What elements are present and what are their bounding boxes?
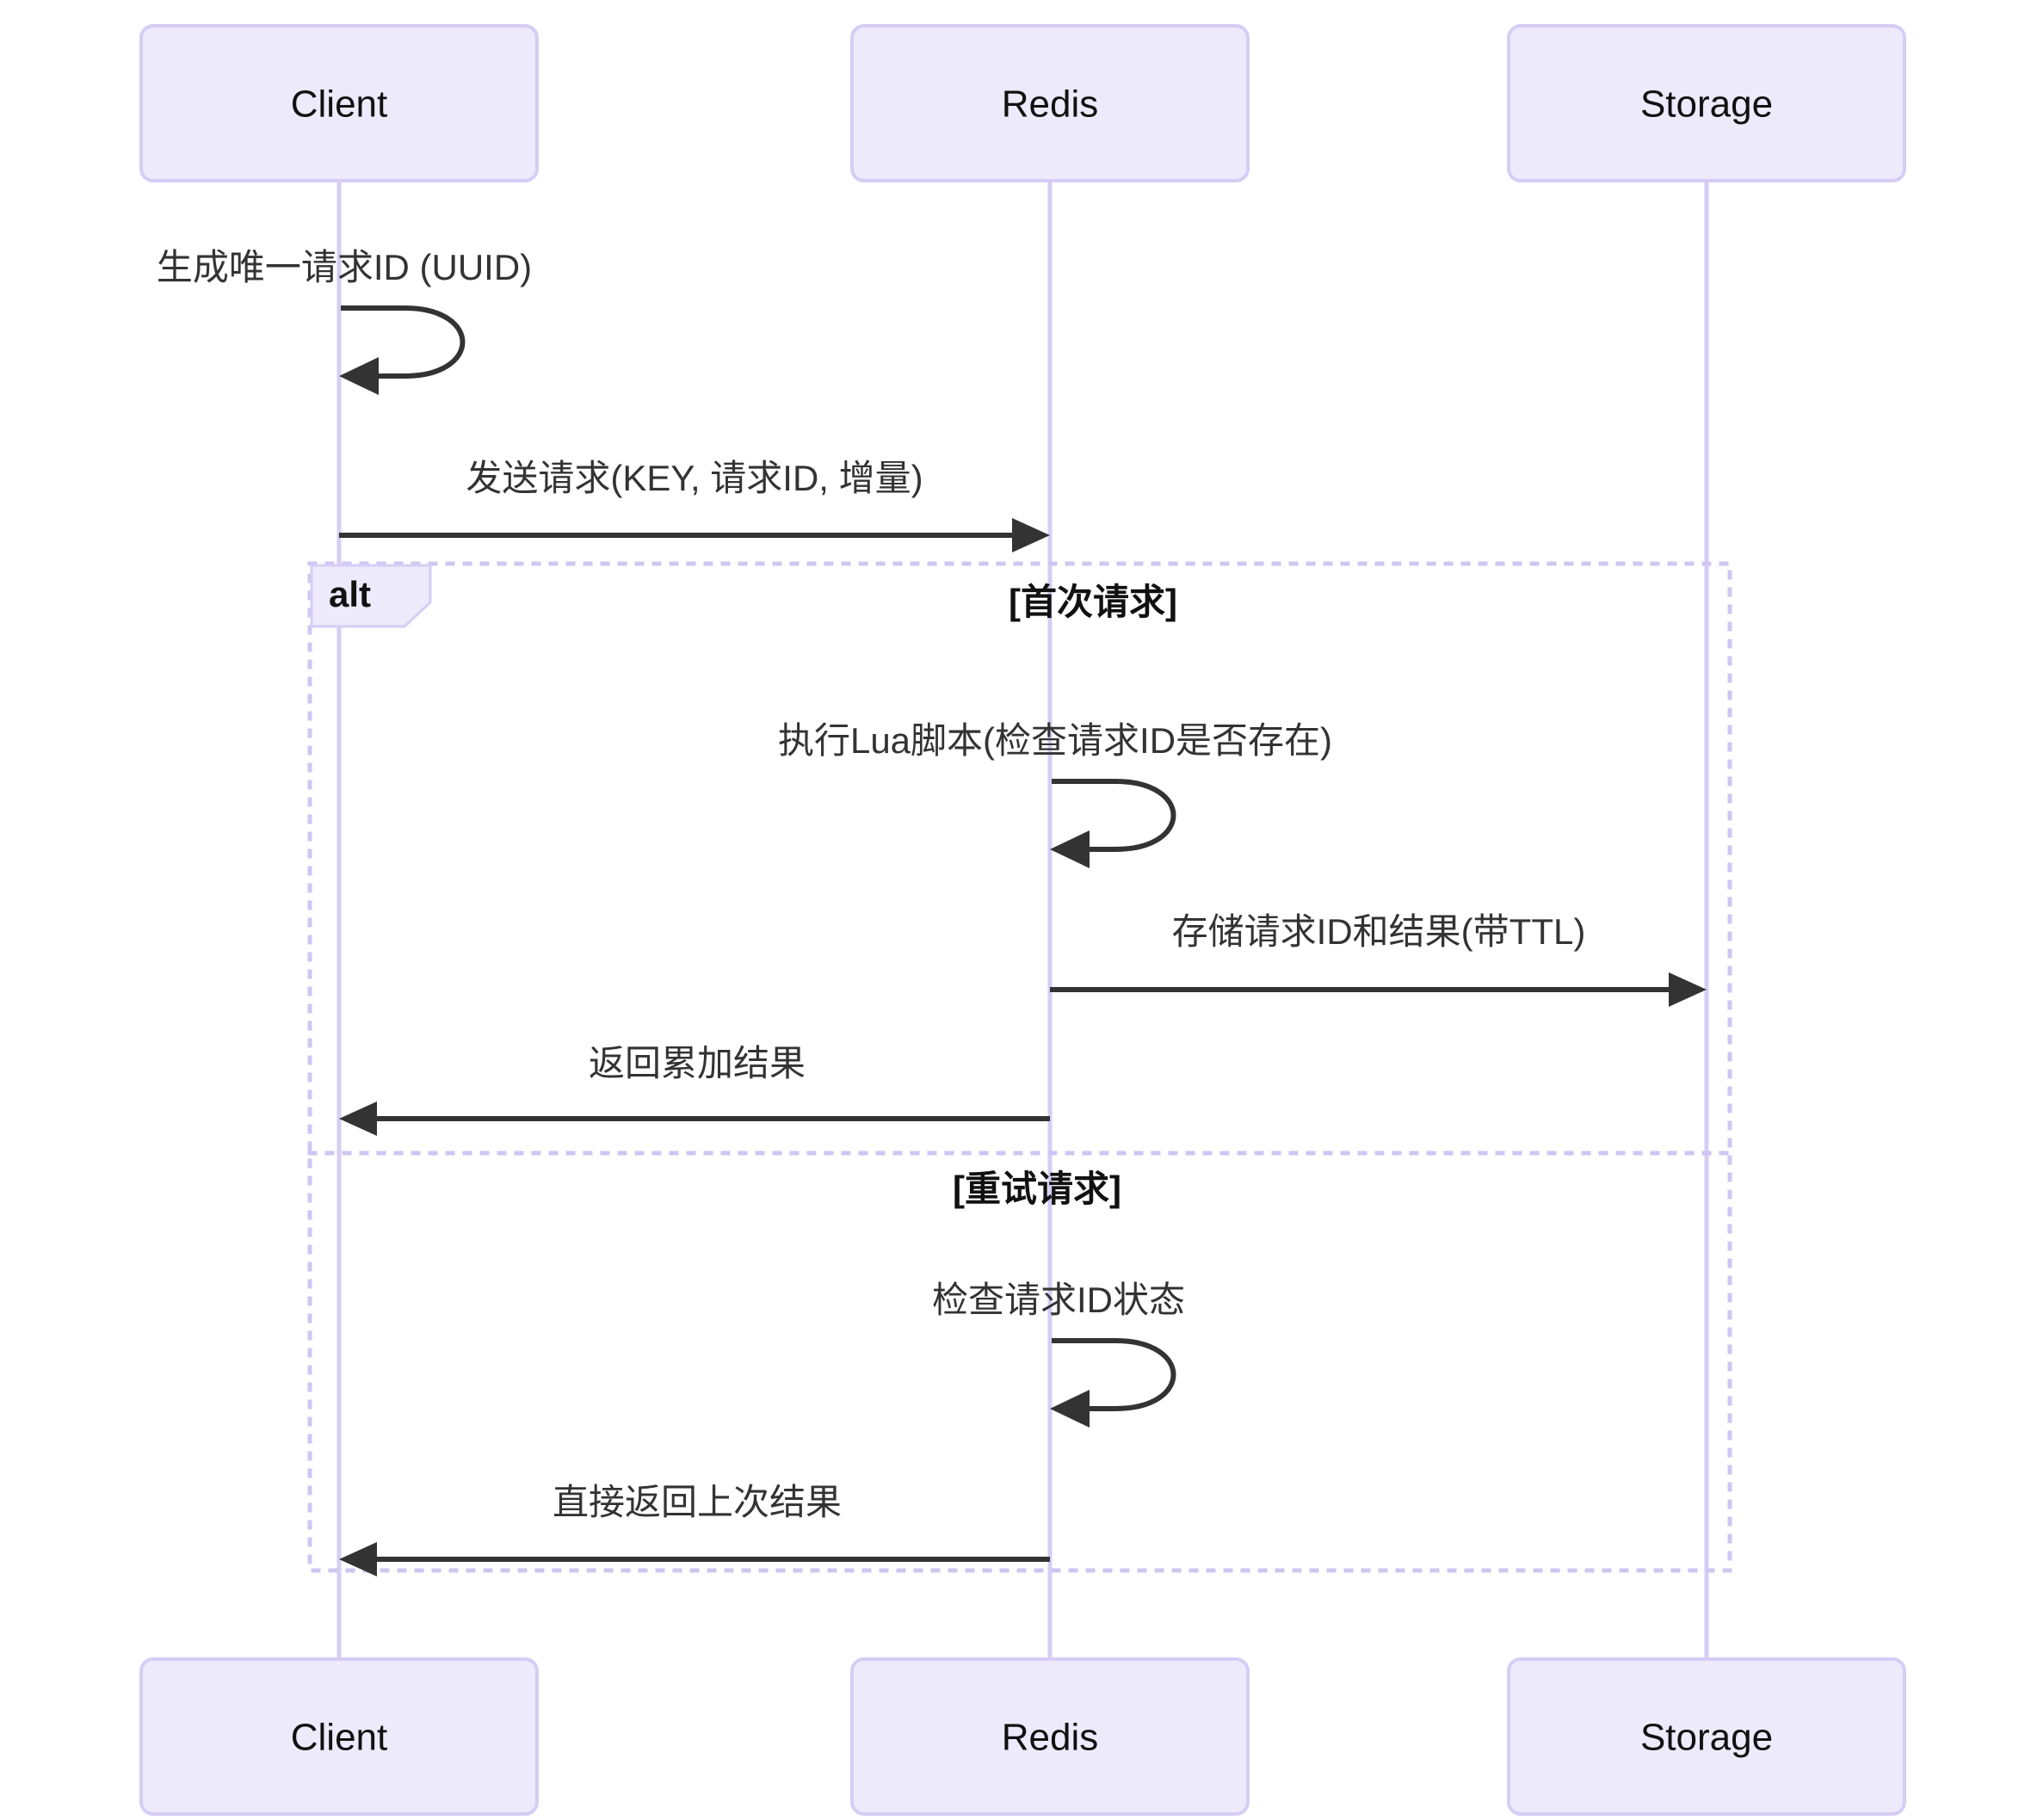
message-exec-lua: 执行Lua脚本(检查请求ID是否存在): [778, 720, 1332, 868]
participant-label-redis-bottom: Redis: [1002, 1717, 1099, 1759]
lifelines: [336, 181, 1709, 1659]
participant-label-storage-top: Storage: [1640, 83, 1773, 126]
alt-tag-label: alt: [329, 574, 371, 614]
alt-tag-shape: [310, 564, 432, 628]
arrowhead-2: [1012, 518, 1050, 552]
message-label-6: 检查请求ID状态: [932, 1280, 1185, 1320]
arrowhead-7: [339, 1542, 377, 1576]
participant-label-client-top: Client: [291, 83, 388, 126]
participant-bottom-redis[interactable]: Redis: [850, 1657, 1250, 1816]
self-loop-6: [1052, 1338, 1176, 1411]
participant-box-redis-top[interactable]: [850, 24, 1250, 182]
participant-top-redis[interactable]: Redis: [850, 24, 1250, 182]
participant-label-client-bottom: Client: [291, 1717, 388, 1759]
message-return-cached-result: 直接返回上次结果: [339, 1482, 1050, 1576]
participant-label-storage-bottom: Storage: [1640, 1717, 1773, 1759]
alt-condition-1: [首次请求]: [1009, 582, 1177, 622]
message-label-3: 执行Lua脚本(检查请求ID是否存在): [778, 720, 1332, 761]
message-store-request-id: 存储请求ID和结果(带TTL): [1050, 911, 1707, 1007]
arrowhead-6: [1050, 1390, 1090, 1428]
participant-bottom-storage[interactable]: Storage: [1507, 1657, 1906, 1816]
message-label-1: 生成唯一请求ID (UUID): [157, 247, 532, 287]
arrowhead-3: [1050, 830, 1090, 868]
arrowhead-4: [1669, 972, 1707, 1007]
participant-top-client[interactable]: Client: [139, 24, 539, 182]
participant-label-redis-top: Redis: [1002, 83, 1099, 126]
self-loop-3: [1052, 779, 1176, 852]
participants-top: Client Redis Storage: [139, 24, 1906, 182]
participant-box-storage-bottom[interactable]: [1507, 1657, 1906, 1816]
participant-box-redis-bottom[interactable]: [850, 1657, 1250, 1816]
self-loop-1: [341, 305, 466, 379]
participant-box-client-top[interactable]: [139, 24, 539, 182]
participant-top-storage[interactable]: Storage: [1507, 24, 1906, 182]
message-send-request: 发送请求(KEY, 请求ID, 增量): [339, 458, 1050, 552]
arrowhead-5: [339, 1101, 377, 1136]
message-label-7: 直接返回上次结果: [553, 1482, 842, 1522]
message-label-4: 存储请求ID和结果(带TTL): [1172, 911, 1586, 952]
message-return-result: 返回累加结果: [339, 1043, 1050, 1136]
alt-fragment: alt [首次请求] [重试请求]: [307, 561, 1732, 1573]
message-label-2: 发送请求(KEY, 请求ID, 增量): [466, 458, 923, 498]
participant-bottom-client[interactable]: Client: [139, 1657, 539, 1816]
participant-box-storage-top[interactable]: [1507, 24, 1906, 182]
alt-condition-2: [重试请求]: [953, 1169, 1121, 1209]
participants-bottom: Client Redis Storage: [139, 1657, 1906, 1816]
message-label-5: 返回累加结果: [589, 1043, 806, 1083]
message-check-request-id-status: 检查请求ID状态: [932, 1280, 1185, 1428]
arrowhead-1: [339, 357, 379, 395]
participant-box-client-bottom[interactable]: [139, 1657, 539, 1816]
message-generate-uuid: 生成唯一请求ID (UUID): [157, 247, 532, 395]
alt-frame-border: [307, 561, 1732, 1573]
